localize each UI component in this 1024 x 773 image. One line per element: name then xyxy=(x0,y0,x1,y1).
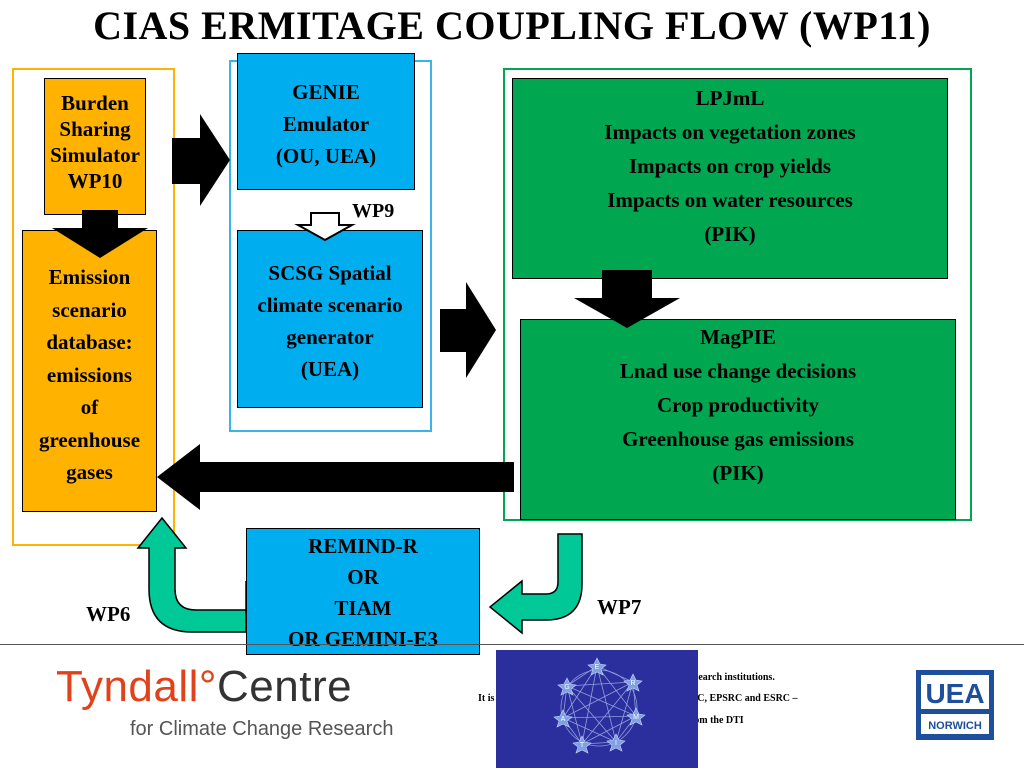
genie-line: Emulator xyxy=(282,112,370,136)
remind-line: TIAM xyxy=(334,596,392,620)
remind-line: REMIND-R xyxy=(308,534,418,558)
genie-line: GENIE xyxy=(292,80,360,104)
badge-letter: A xyxy=(561,716,566,723)
magpie-line: Greenhouse gas emissions xyxy=(622,427,854,451)
burden-line: Simulator xyxy=(50,143,140,167)
burden-sharing-box: Burden Sharing Simulator WP10 xyxy=(44,78,146,215)
ermitage-network-icon: E R M I T A G xyxy=(553,657,646,754)
lpjml-line: Impacts on crop yields xyxy=(628,154,832,178)
wp7-label: WP7 xyxy=(597,595,642,619)
green-group-frame xyxy=(503,68,972,521)
fine-print-line3: rom the DTI xyxy=(690,715,744,726)
down-arrow-burden-to-emission xyxy=(52,210,148,258)
emission-line: Emission xyxy=(48,265,131,289)
emission-line: emissions xyxy=(46,362,133,387)
footer-divider xyxy=(0,644,1024,645)
ermitage-badge: E R M I T A G xyxy=(496,650,698,768)
badge-letter: M xyxy=(633,714,639,721)
orange-group-frame xyxy=(12,68,175,546)
magpie-box: MagPIE Lnad use change decisions Crop pr… xyxy=(520,319,956,520)
emission-database-box: Emission scenario database: emissions of… xyxy=(22,230,157,512)
uea-norwich-logo: UEA NORWICH xyxy=(916,670,994,740)
fine-print-line2b: RC, EPSRC and ESRC – xyxy=(690,693,798,704)
lpjml-line: LPJmL xyxy=(695,86,765,110)
fine-print-line2a: It is xyxy=(478,693,495,704)
tyndall-subtitle: for Climate Change Research xyxy=(130,718,394,740)
burden-line: Burden xyxy=(61,91,129,115)
uea-logo-sub: NORWICH xyxy=(928,720,982,732)
emission-line: gases xyxy=(66,460,113,484)
badge-letter: T xyxy=(580,742,585,749)
emission-line: scenario xyxy=(52,297,127,322)
right-arrow-to-impacts xyxy=(440,282,496,378)
lpjml-box: LPJmL Impacts on vegetation zones Impact… xyxy=(512,78,948,279)
wp6-curved-arrow xyxy=(136,516,247,633)
down-arrow-lpjml-to-magpie xyxy=(574,270,680,328)
remind-line: OR GEMINI-E3 xyxy=(288,627,438,651)
magpie-line: (PIK) xyxy=(712,461,764,485)
tyndall-degree: ° xyxy=(198,662,218,711)
emission-line: database: xyxy=(46,330,133,354)
burden-line: Sharing xyxy=(59,117,131,141)
badge-letter: G xyxy=(564,684,569,691)
wp6-label: WP6 xyxy=(86,602,131,626)
scsg-line: generator xyxy=(286,325,374,349)
lpjml-line: (PIK) xyxy=(704,222,756,246)
remind-line: OR xyxy=(347,565,379,589)
burden-line: WP10 xyxy=(67,169,123,193)
badge-letter: R xyxy=(630,680,635,687)
uea-logo-icon: UEA NORWICH xyxy=(916,670,994,740)
lpjml-line: Impacts on vegetation zones xyxy=(604,120,856,144)
badge-letter: I xyxy=(615,740,617,747)
fine-print-line1: esearch institutions. xyxy=(690,672,775,683)
tyndall-word: Tyndall xyxy=(56,662,199,711)
uea-logo-text: UEA xyxy=(925,678,984,709)
hollow-down-arrow-genie-to-scsg xyxy=(294,212,356,242)
left-arrow-to-emission xyxy=(157,444,514,510)
scsg-line: SCSG Spatial xyxy=(268,261,392,285)
genie-line: (OU, UEA) xyxy=(275,144,377,168)
tyndall-logo: Tyndall°Centre xyxy=(56,662,352,712)
scsg-line: (UEA) xyxy=(300,357,360,381)
wp9-label: WP9 xyxy=(352,200,395,222)
emission-line: greenhouse xyxy=(38,427,141,452)
wp7-curved-arrow xyxy=(488,533,583,635)
scsg-generator-box: SCSG Spatial climate scenario generator … xyxy=(237,230,423,408)
remind-r-box: REMIND-R OR TIAM OR GEMINI-E3 xyxy=(246,528,480,655)
magpie-line: Crop productivity xyxy=(657,393,819,417)
page-title: CIAS ERMITAGE COUPLING FLOW (WP11) xyxy=(93,3,931,48)
lpjml-line: Impacts on water resources xyxy=(607,188,853,212)
centre-word: Centre xyxy=(217,662,353,711)
magpie-line: Lnad use change decisions xyxy=(619,359,857,383)
emission-line: of xyxy=(80,395,99,419)
genie-emulator-box: GENIE Emulator (OU, UEA) xyxy=(237,53,415,190)
scsg-line: climate scenario xyxy=(257,293,403,317)
badge-letter: E xyxy=(595,664,600,671)
magpie-line: MagPIE xyxy=(700,325,776,349)
right-arrow-to-genie xyxy=(172,114,230,206)
